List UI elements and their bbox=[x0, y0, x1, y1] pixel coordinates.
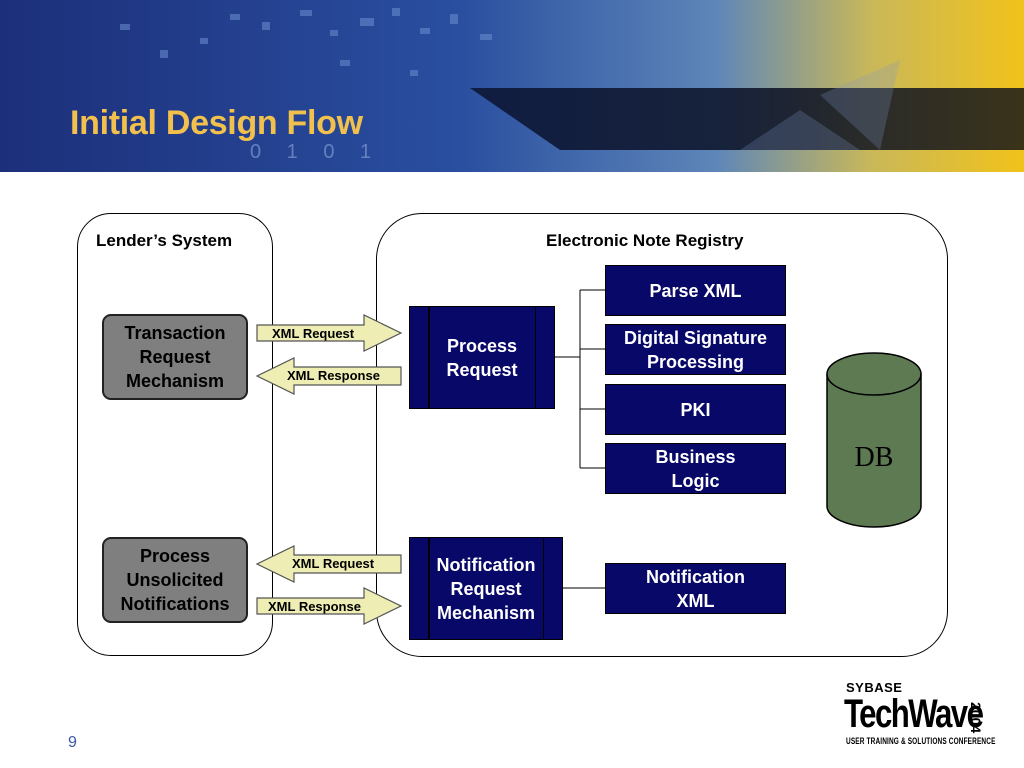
xml-response-label-top: XML Response bbox=[287, 368, 380, 383]
banner-graphic: 0 1 0 1 bbox=[0, 0, 1024, 172]
xml-request-arrow-bottom bbox=[255, 545, 402, 583]
transaction-request-mechanism-label: Transaction Request Mechanism bbox=[124, 323, 226, 391]
xml-request-arrow-top bbox=[256, 314, 403, 352]
process-request-label: Process Request bbox=[446, 335, 518, 380]
database-icon bbox=[826, 352, 922, 528]
digital-signature-processing-label: Digital Signature Processing bbox=[623, 327, 767, 372]
database-cylinder: DB bbox=[826, 352, 922, 528]
process-request-box: Process Request bbox=[409, 306, 555, 409]
transaction-request-mechanism-box: Transaction Request Mechanism bbox=[102, 314, 248, 400]
parse-xml-box: Parse XML bbox=[605, 265, 786, 316]
banner-digits: 0 1 0 1 bbox=[250, 141, 381, 163]
electronic-note-registry-label: Electronic Note Registry bbox=[546, 231, 744, 250]
db-label: DB bbox=[854, 442, 894, 473]
logo-brand: SYBASE bbox=[846, 680, 903, 695]
page-title: Initial Design Flow bbox=[70, 104, 363, 142]
xml-request-label-top: XML Request bbox=[272, 326, 355, 341]
digital-signature-processing-box: Digital Signature Processing bbox=[605, 324, 786, 375]
lenders-system-label: Lender’s System bbox=[96, 231, 233, 250]
logo-tagline: USER TRAINING & SOLUTIONS CONFERENCE bbox=[846, 736, 996, 746]
page-number: 9 bbox=[68, 734, 77, 751]
process-unsolicited-notifications-label: Process Unsolicited Notifications bbox=[120, 546, 230, 614]
logo-year: 2004 bbox=[968, 702, 984, 734]
notification-xml-label: Notification XML bbox=[646, 566, 745, 611]
pki-box: PKI bbox=[605, 384, 786, 435]
parse-xml-label: Parse XML bbox=[649, 280, 742, 301]
business-logic-box: Business Logic bbox=[605, 443, 786, 494]
pki-label: PKI bbox=[680, 399, 711, 420]
business-logic-label: Business Logic bbox=[655, 446, 736, 491]
notification-xml-box: Notification XML bbox=[605, 563, 786, 614]
xml-request-label-bottom: XML Request bbox=[292, 556, 375, 571]
logo-name: TechWave bbox=[844, 692, 984, 736]
notification-request-mechanism-box: Notification Request Mechanism bbox=[409, 537, 563, 640]
header-banner: 0 1 0 1 bbox=[0, 0, 1024, 172]
process-unsolicited-notifications-box: Process Unsolicited Notifications bbox=[102, 537, 248, 623]
techwave-logo: SYBASE TechWave 2004 USER TRAINING & SOL… bbox=[844, 680, 1004, 750]
notification-request-mechanism-label: Notification Request Mechanism bbox=[436, 554, 536, 623]
xml-response-arrow-bottom bbox=[256, 587, 403, 625]
xml-response-label-bottom: XML Response bbox=[268, 599, 361, 614]
xml-response-arrow-top bbox=[255, 357, 402, 395]
